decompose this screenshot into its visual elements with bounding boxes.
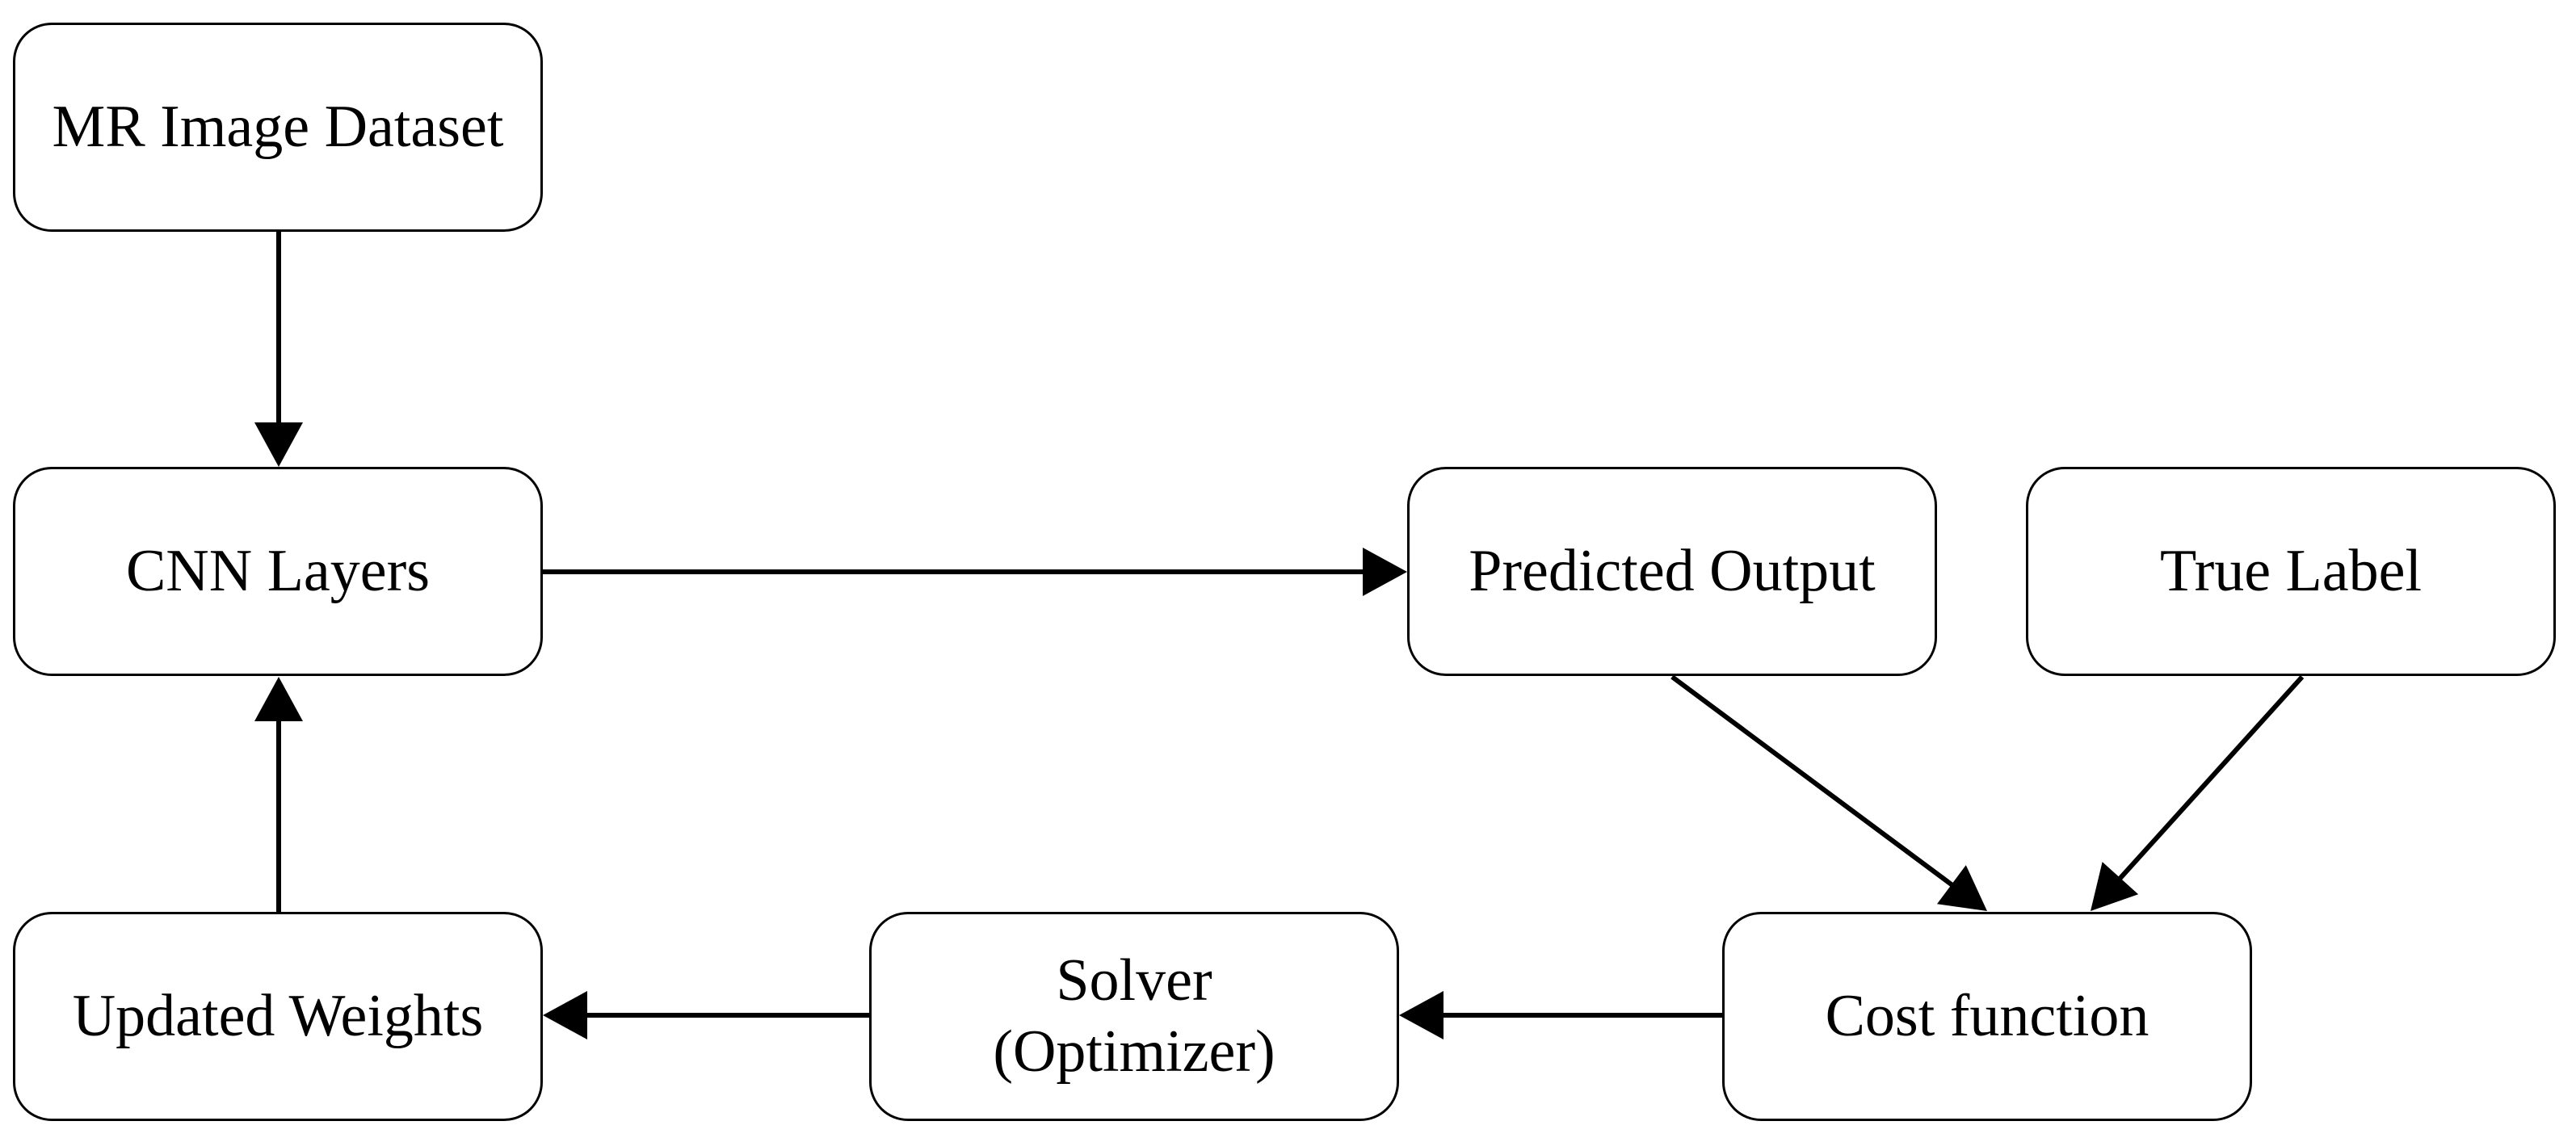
node-label: Cost function	[1825, 982, 2149, 1049]
node-updated-weights: Updated Weights	[13, 912, 543, 1121]
node-label: CNN Layers	[125, 537, 431, 604]
node-label: Updated Weights	[72, 982, 484, 1049]
node-predicted-output: Predicted Output	[1407, 467, 1937, 676]
edge-arrowhead-predicted-output-to-cost-function	[1936, 865, 1987, 911]
node-true-label: True Label	[2026, 467, 2556, 676]
edge-line-predicted-output-to-cost-function	[1670, 674, 1955, 888]
node-label: Solver (Optimizer)	[993, 947, 1275, 1085]
edge-arrowhead-mr-image-dataset-to-cnn-layers	[254, 422, 303, 467]
edge-arrowhead-cost-function-to-solver-optimizer	[1399, 991, 1443, 1039]
node-solver-optimizer: Solver (Optimizer)	[869, 912, 1399, 1121]
node-label: True Label	[2159, 537, 2423, 604]
node-label: MR Image Dataset	[52, 93, 504, 160]
edge-arrowhead-cnn-layers-to-predicted-output	[1363, 548, 1407, 596]
edge-arrowhead-updated-weights-to-cnn-layers	[254, 677, 303, 721]
node-label: Predicted Output	[1469, 537, 1876, 604]
edge-arrowhead-solver-optimizer-to-updated-weights	[543, 991, 587, 1039]
node-cost-function: Cost function	[1722, 912, 2252, 1121]
node-mr-image-dataset: MR Image Dataset	[13, 23, 543, 232]
edge-line-true-label-to-cost-function	[2117, 674, 2305, 881]
edge-arrowhead-true-label-to-cost-function	[2091, 862, 2139, 911]
node-cnn-layers: CNN Layers	[13, 467, 543, 676]
